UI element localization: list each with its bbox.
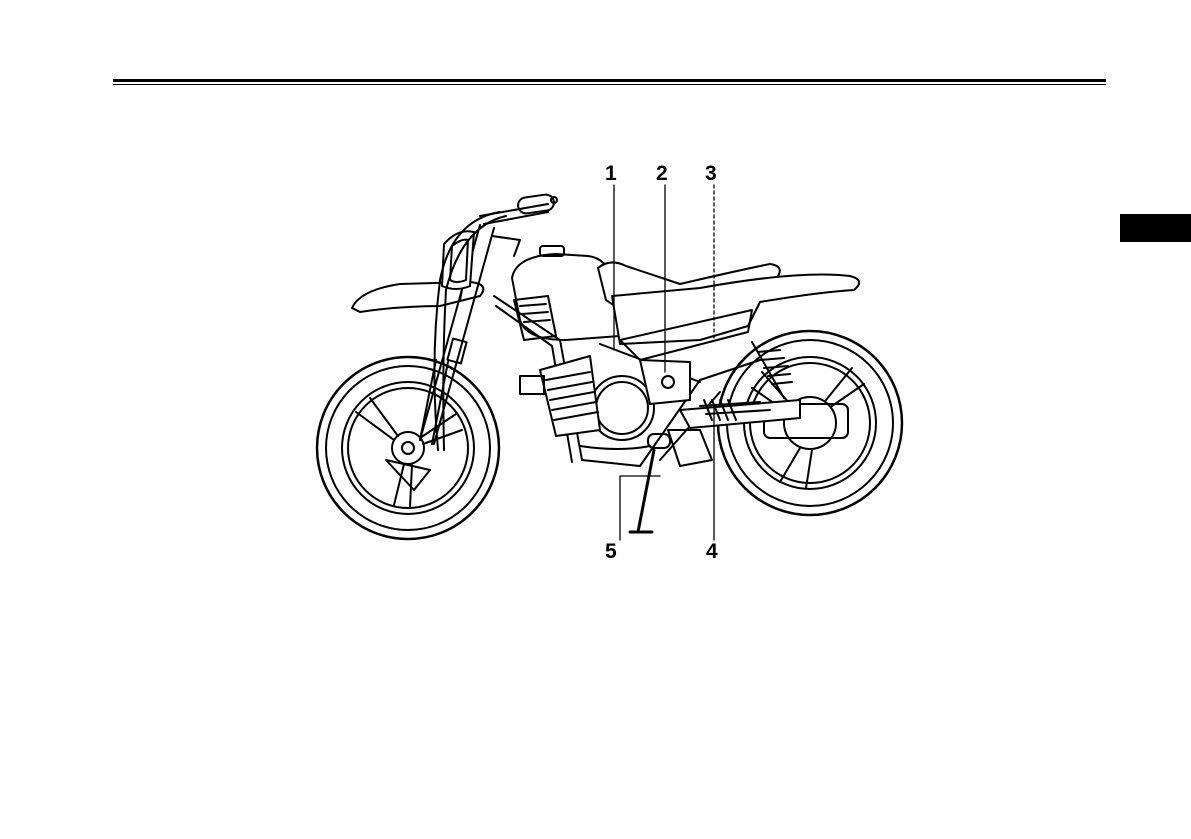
front-wheel	[317, 357, 499, 539]
callout-3: 3	[705, 163, 717, 184]
callout-1: 1	[605, 163, 617, 184]
kickstand	[630, 430, 712, 532]
callout-2: 2	[656, 163, 668, 184]
callout-4: 4	[706, 541, 718, 562]
exhaust	[580, 446, 650, 449]
callout-5: 5	[605, 541, 617, 562]
swingarm	[680, 400, 800, 428]
